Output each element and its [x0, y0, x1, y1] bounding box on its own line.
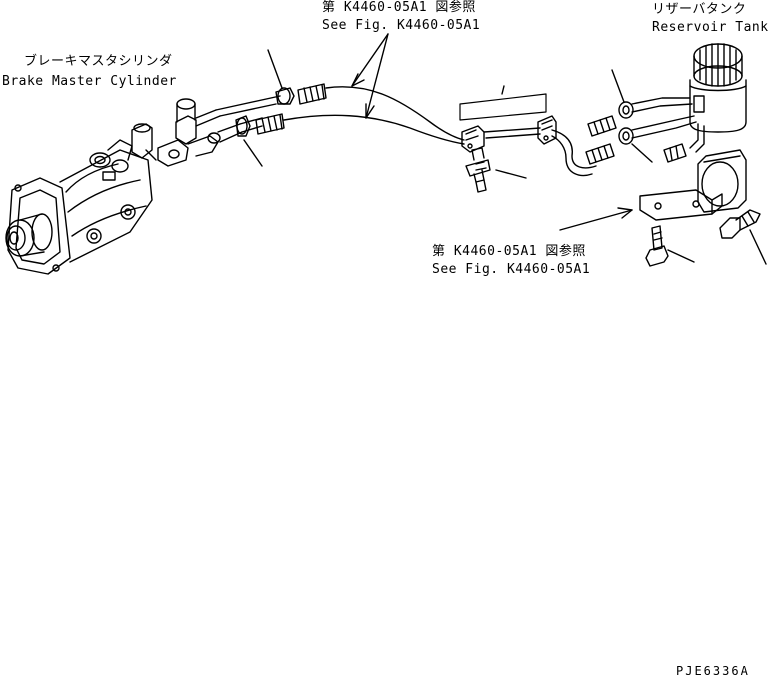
reservoir-tank-drawing: [663, 43, 747, 163]
reference-label-bottom-en: See Fig. K4460-05A1: [432, 262, 591, 277]
mounting-bracket-assembly: [639, 149, 747, 221]
clamp-bolt: [465, 147, 527, 193]
brake-master-cylinder-drawing: [5, 95, 281, 275]
brake-tubes: [283, 86, 597, 177]
left-fittings: [235, 49, 327, 167]
brake-master-cylinder-label-jp: ブレーキマスタシリンダ: [24, 54, 173, 69]
reference-label-bottom-jp: 第 K4460-05A1 図参照: [432, 244, 586, 259]
hose-sleeve-upper: [297, 83, 327, 105]
bracket-bolt-left: [645, 225, 695, 267]
reservoir-tank-label-jp: リザーバタンク: [652, 2, 747, 17]
hose-sleeve-lower: [255, 113, 285, 135]
reference-label-top-en: See Fig. K4460-05A1: [322, 18, 481, 33]
tube-clamps: [459, 85, 557, 153]
bracket-bolt-right: [719, 209, 767, 265]
right-sleeves: [585, 115, 617, 165]
brake-master-cylinder-label-en: Brake Master Cylinder: [2, 74, 177, 89]
drawing-code: PJE6336A: [676, 664, 750, 678]
reservoir-hose-fittings: [611, 69, 697, 163]
reservoir-tank-label-en: Reservoir Tank: [652, 20, 769, 35]
reference-label-top-jp: 第 K4460-05A1 図参照: [322, 0, 476, 15]
reference-leaders: [351, 33, 633, 231]
